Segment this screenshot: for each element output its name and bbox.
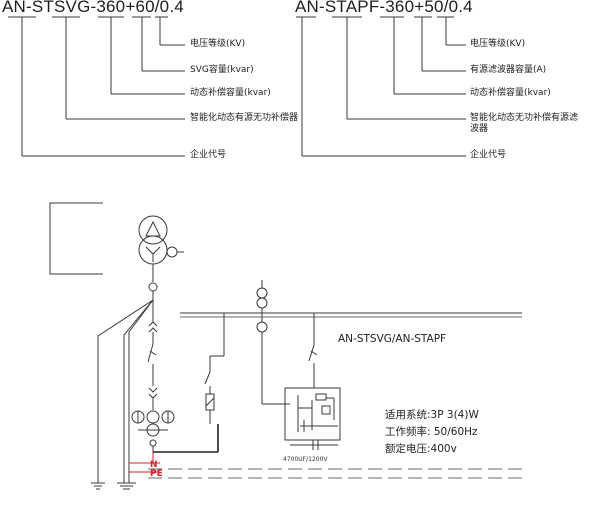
earth-wire (129, 452, 160, 473)
left-model-code: AN-STSVG-360+60/0.4 (2, 0, 184, 16)
neutral-label: N (150, 460, 158, 470)
right-label-company-code: 企业代号 (470, 150, 507, 160)
device-box (284, 387, 341, 450)
right-leader-lines (296, 16, 466, 157)
ground-symbols (91, 482, 136, 490)
left-label-dynamic-compensation: 动态补偿容量(kvar) (190, 88, 271, 98)
neutral-pe-lines (148, 468, 525, 479)
pe-label: PE (150, 469, 163, 479)
capacitor-note: 4700UF/1200V (283, 456, 328, 463)
right-label-apf-capacity: 有源滤波器容量(A) (470, 65, 547, 75)
transformer-symbol (138, 215, 184, 265)
metering-column (256, 280, 290, 405)
spec-frequency: 工作频率: 50/60Hz (385, 426, 478, 438)
left-leader-lines (8, 16, 185, 157)
left-label-company-code: 企业代号 (190, 150, 227, 160)
right-label-dynamic-compensation: 动态补偿容量(kvar) (470, 88, 551, 98)
surge-branch (204, 313, 225, 424)
right-label-product-name: 智能化动态无功补偿有源滤波器 (470, 113, 579, 134)
right-label-voltage: 电压等级(KV) (470, 39, 526, 49)
right-model-code: AN-STAPF-360+50/0.4 (295, 0, 473, 16)
left-label-voltage: 电压等级(KV) (190, 39, 246, 49)
left-label-svg-capacity: SVG容量(kvar) (190, 65, 254, 75)
cabinet-outline (49, 202, 103, 275)
compensator-branch (308, 313, 318, 388)
spec-system: 适用系统:3P 3(4)W (385, 409, 479, 421)
spec-voltage: 额定电压:400v (385, 443, 457, 455)
left-label-product-name: 智能化动态有源无功补偿器 (190, 113, 299, 123)
current-transformers (131, 410, 175, 431)
ground-feeders (97, 299, 154, 483)
main-feeder (146, 264, 160, 452)
device-title: AN-STSVG/AN-STAPF (338, 333, 447, 345)
